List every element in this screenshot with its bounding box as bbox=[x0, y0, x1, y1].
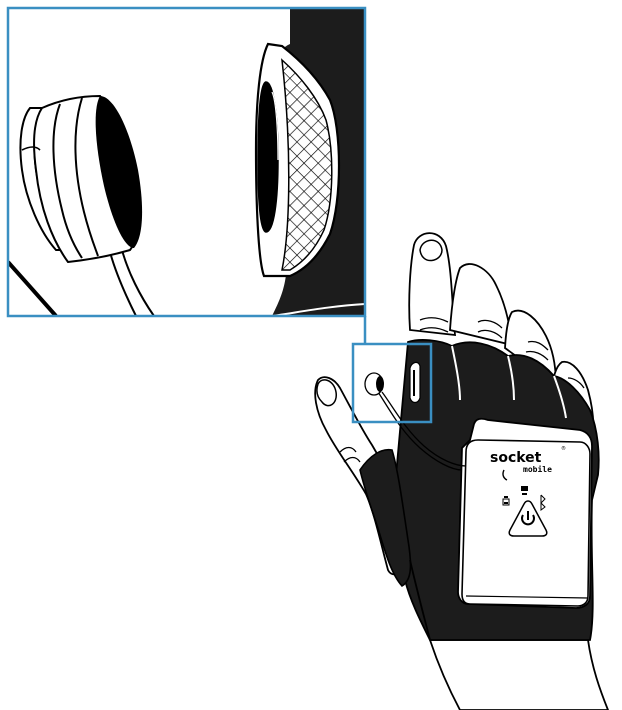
brand-wordmark: socket bbox=[490, 450, 542, 466]
brand-subtitle: mobile bbox=[523, 464, 552, 474]
forearm bbox=[430, 640, 608, 710]
middle-finger bbox=[450, 264, 512, 345]
index-nail bbox=[420, 240, 442, 260]
brand-trademark: ® bbox=[561, 445, 566, 452]
zoom-callout bbox=[8, 8, 365, 316]
scanner-device: socket ® mobile bbox=[458, 419, 592, 608]
barcode-icon bbox=[521, 486, 528, 495]
